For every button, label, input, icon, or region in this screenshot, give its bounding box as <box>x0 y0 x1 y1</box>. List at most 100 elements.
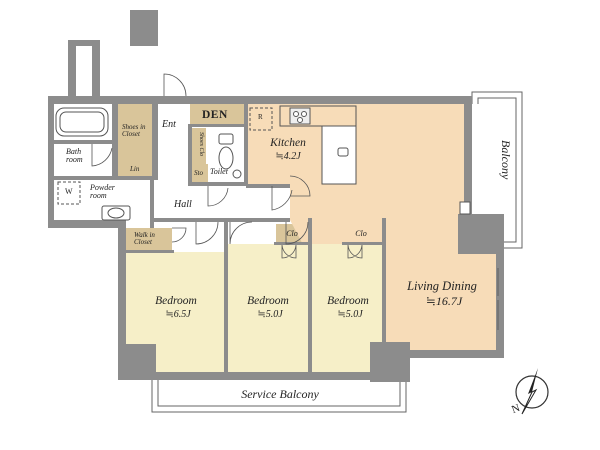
kitchen-label: Kitchen <box>270 137 306 149</box>
wall-bath-right <box>112 104 118 176</box>
wall-clo-bottom-3 <box>342 242 382 245</box>
wall-left-lower-notch <box>48 220 126 228</box>
kitchen-size-label: ≒4.2J <box>275 151 301 162</box>
living-dining-floor <box>290 104 498 378</box>
wall-entry-left <box>68 40 76 96</box>
balcony-label: Balcony <box>499 140 551 179</box>
clo-3-label: Clo <box>355 229 367 238</box>
service-balcony-outline <box>151 380 407 413</box>
shoes-clo-label: Shoes Clo <box>198 132 228 156</box>
door-bed-1 <box>195 221 219 245</box>
wall-den-left <box>188 124 192 186</box>
burner-3 <box>297 117 303 123</box>
toilet-bowl <box>218 146 234 170</box>
compass-needle-dark <box>528 368 538 394</box>
toilet-label: Toilet <box>210 167 228 176</box>
wall-kitchen-bottom <box>246 184 290 188</box>
wall-closet-right <box>152 104 158 180</box>
service-balcony-inner <box>157 380 401 407</box>
wall-entry-top <box>68 40 100 46</box>
vanity-basin <box>107 207 125 219</box>
fridge-box <box>249 107 273 131</box>
clo-2-label: Clo <box>286 229 298 238</box>
door-bath <box>91 144 113 167</box>
kitchen-counter <box>279 105 357 127</box>
walk-in-closet-label: Walk in Closet <box>134 231 155 246</box>
washer-label: W <box>65 187 73 196</box>
compass <box>515 368 549 415</box>
entrance-floor <box>158 104 190 160</box>
kitchen-sink <box>337 147 349 157</box>
refrigerator-label: R <box>258 113 263 121</box>
wall-entry-right <box>92 40 100 96</box>
bedroom-1-label: Bedroom <box>155 295 197 307</box>
fixtures <box>55 105 471 221</box>
burner-1 <box>293 111 299 117</box>
wall-left <box>48 96 54 226</box>
sto-label: Sto <box>194 169 203 177</box>
door-entry <box>163 73 187 97</box>
column-bottom-left <box>126 344 156 378</box>
bedroom-1-size-label: ≒6.5J <box>165 309 191 320</box>
bathtub-inner <box>59 111 105 133</box>
wall-top-stub <box>130 10 158 46</box>
wall-top <box>48 96 468 104</box>
wall-bed-divider-1 <box>224 218 228 372</box>
door-bed-2 <box>229 221 253 245</box>
wall-bottom <box>118 372 388 380</box>
wall-right-upper <box>464 96 472 216</box>
bedroom-2-label: Bedroom <box>247 295 289 307</box>
wall-right-lower <box>496 214 504 358</box>
shoes-in-closet-label: Shoes in Closet <box>122 123 146 138</box>
bedroom-2-floor <box>228 244 310 372</box>
wall-powder-top <box>54 176 154 180</box>
wall-bed-divider-2 <box>308 218 312 372</box>
column-right <box>458 214 498 254</box>
den-label: DEN <box>202 109 228 121</box>
shoes-clo-floor <box>192 128 206 164</box>
wall-den-right <box>244 104 248 186</box>
panel-switch <box>459 201 471 215</box>
door-toilet <box>207 186 229 207</box>
bedroom-2-size-label: ≒5.0J <box>257 309 283 320</box>
door-clo-3 <box>347 244 363 259</box>
doors <box>91 73 499 330</box>
living-dining-label: Living Dining <box>407 279 477 293</box>
wall-toilet-bottom <box>190 182 248 186</box>
toilet-sink <box>232 169 242 179</box>
den-floor <box>190 104 246 126</box>
wall-living-bottom <box>404 350 504 358</box>
bathtub <box>55 107 109 137</box>
door-bed-3 <box>285 221 309 245</box>
wall-bath-bottom <box>54 140 112 144</box>
hall-label: Hall <box>174 199 192 210</box>
shoes-clo-text: Shoes Clo <box>198 132 204 157</box>
washer-box <box>57 181 81 205</box>
toilet-tank <box>218 133 234 145</box>
bath-room-label: Bath room <box>66 147 83 164</box>
wall-hall-bottom <box>150 218 290 222</box>
powder-room-label: Powder room <box>90 183 115 200</box>
door-wic <box>171 227 187 243</box>
lin-floor <box>118 162 154 176</box>
wall-wic-bottom <box>126 250 174 253</box>
living-dining-size-label: ≒16.7J <box>425 294 463 308</box>
burner-2 <box>301 111 307 117</box>
balcony-text: Balcony <box>499 140 513 180</box>
ent-label: Ent <box>162 119 176 130</box>
compass-needle-light <box>521 388 538 415</box>
bedroom-3-size-label: ≒5.0J <box>337 309 363 320</box>
door-living <box>289 175 311 197</box>
wall-left-bedroom <box>118 220 126 378</box>
door-hall-lr <box>271 186 293 211</box>
lin-label: Lin <box>130 165 140 173</box>
wall-hall-left <box>150 180 154 228</box>
balcony-inner <box>477 97 517 243</box>
door-clo-2 <box>281 244 297 259</box>
shoes-closet-floor <box>118 104 154 162</box>
wall-bed-3-right <box>382 218 386 348</box>
compass-circle <box>515 375 549 409</box>
column-bottom-mid <box>370 342 410 382</box>
walls <box>48 10 504 382</box>
